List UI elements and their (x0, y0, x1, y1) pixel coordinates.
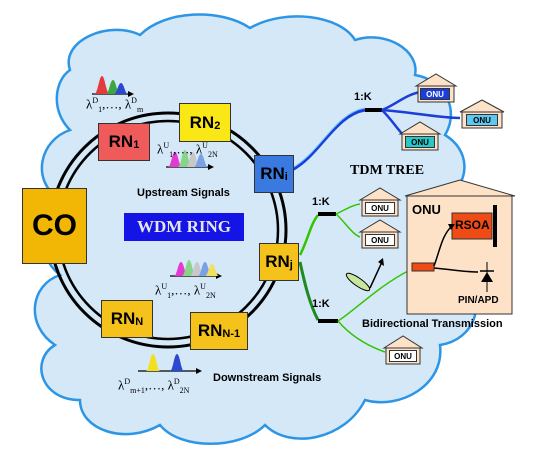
rnn1-sub: N-1 (222, 328, 241, 340)
rnn1-base: RN (197, 321, 223, 340)
rn2-sub: 2 (214, 119, 221, 132)
spectrum-top-left (92, 76, 134, 97)
fiber-onu-b (381, 108, 461, 120)
rsoa-mirror (493, 205, 497, 247)
rn1-sub: 1 (133, 139, 140, 151)
tdm-tree-title: TDM TREE (350, 163, 425, 178)
fiber-rni-splitter (291, 108, 366, 172)
rsoa-link-arrow (448, 224, 455, 230)
wavelength-label-lower-ring: λU1,…, λU2N (155, 282, 216, 300)
splitter-ratio-low: 1:K (312, 298, 330, 310)
rn2-base: RN (189, 112, 215, 132)
rnj-sub: j (289, 259, 293, 271)
co-node[interactable]: CO (22, 188, 87, 264)
rsoa-label: RSOA (455, 218, 490, 232)
pin-apd-label: PIN/APD (458, 295, 499, 306)
onu-d[interactable]: ONU (365, 202, 395, 214)
onu-coupler (411, 262, 435, 272)
onu-c[interactable]: ONU (405, 136, 435, 148)
fiber-low-onu-panel (337, 269, 411, 322)
rni-base: RN (260, 164, 285, 183)
splitter-ratio-mid: 1:K (312, 196, 330, 208)
fiber-rni-splitter-hl (291, 107, 366, 169)
rnn-base: RN (110, 309, 136, 328)
upstream-signals-label: Upstream Signals (137, 187, 230, 199)
fiber-mid-onu2 (335, 213, 361, 238)
spectrum-lower-ring (170, 260, 222, 279)
wavelength-label-upstream: λU1,…, λU2N (157, 141, 218, 159)
fiber-mid-onu1 (335, 203, 361, 215)
detector-link (433, 267, 479, 273)
rni-sub: i (284, 171, 288, 183)
antenna-arrow (369, 261, 383, 289)
fiber-onu-a (381, 90, 421, 112)
rnj-base: RN (265, 252, 290, 271)
onu-e[interactable]: ONU (365, 234, 395, 246)
onu-detail-panel (404, 179, 516, 315)
onu-b[interactable]: ONU (466, 114, 498, 126)
antenna-icon (345, 272, 371, 292)
antenna-arrow-head (378, 258, 384, 266)
fiber-rnj-upper (298, 214, 320, 256)
rn1-base: RN (108, 132, 134, 151)
splitter-ratio-top: 1:K (354, 91, 372, 103)
onu-a[interactable]: ONU (420, 88, 450, 100)
wavelength-label-bottom: λDm+1,…, λD2N (118, 377, 190, 395)
onu-f[interactable]: ONU (389, 350, 417, 362)
fiber-low-onu-bottom (337, 320, 386, 353)
onu-detail-title: ONU (412, 202, 441, 217)
wavelength-label-top-left: λD1,…, λDm (86, 96, 144, 114)
wdm-ring-label: WDM RING (124, 213, 244, 241)
spectrum-bottom (138, 354, 202, 374)
downstream-signals-label: Downstream Signals (213, 372, 322, 384)
bidirectional-label: Bidirectional Transmission (362, 318, 503, 330)
fiber-rnj-lower (298, 261, 320, 321)
rsoa-link (433, 225, 453, 267)
rnn-sub: N (135, 316, 144, 328)
spectrum-upstream (166, 150, 214, 170)
